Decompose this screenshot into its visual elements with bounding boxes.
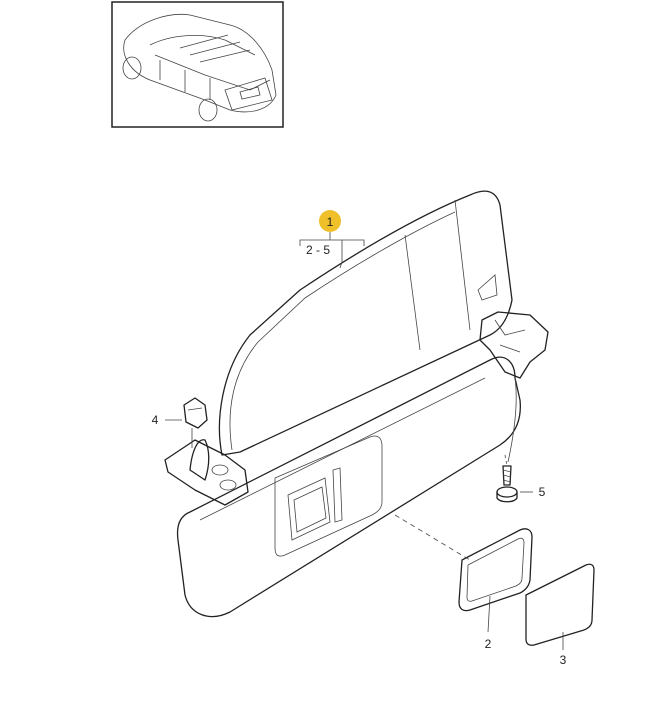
callout-range-label: 2 - 5 bbox=[306, 243, 330, 257]
sun-visor-body[interactable] bbox=[164, 190, 549, 618]
screw-part-5[interactable] bbox=[496, 465, 518, 503]
part-3-label[interactable]: 3 bbox=[560, 653, 567, 667]
mirror-glass-part-3[interactable] bbox=[525, 563, 595, 646]
vehicle-thumbnail[interactable] bbox=[111, 1, 284, 128]
callout-1-label: 1 bbox=[327, 215, 334, 229]
part-4-label[interactable]: 4 bbox=[152, 413, 159, 427]
part-2-label[interactable]: 2 bbox=[485, 637, 492, 651]
part-5-label[interactable]: 5 bbox=[539, 485, 546, 499]
mirror-frame-part-2[interactable] bbox=[458, 528, 533, 612]
leader-lines bbox=[165, 232, 564, 650]
callout-1-marker[interactable] bbox=[319, 210, 341, 232]
clip-part-4[interactable] bbox=[183, 397, 208, 448]
